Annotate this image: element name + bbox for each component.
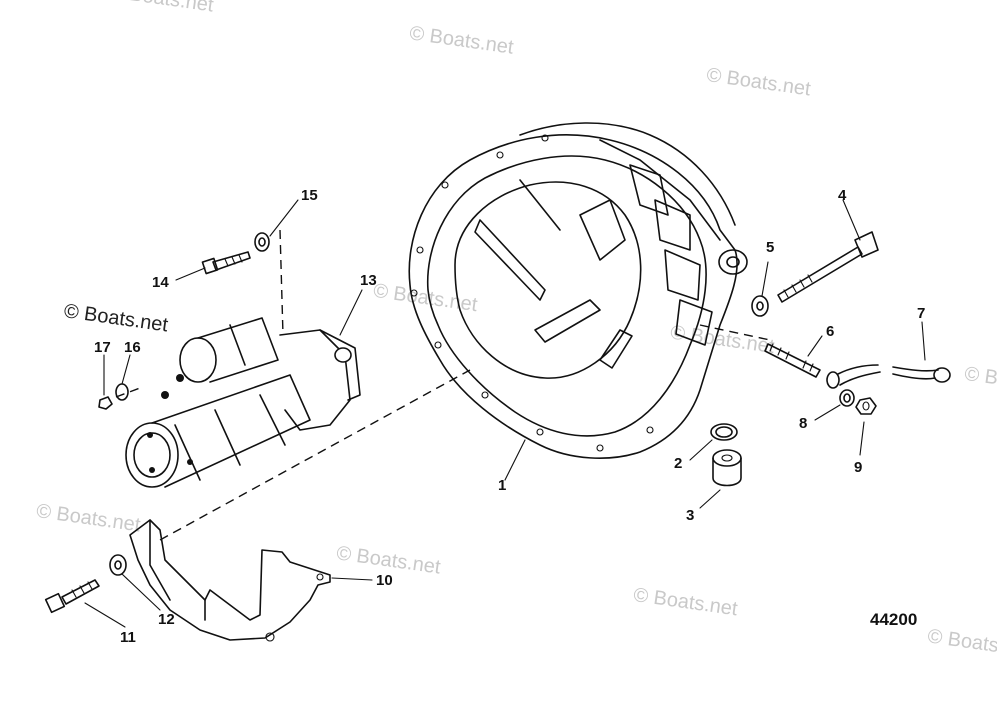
watermark: © Boats.net — [108, 0, 215, 17]
housing-bolt — [777, 231, 879, 303]
starter-bolt — [201, 251, 251, 275]
callout-9: 9 — [854, 459, 862, 476]
callout-12: 12 — [158, 611, 175, 628]
callout-16: 16 — [124, 339, 141, 356]
watermark: © Boats.net — [632, 584, 739, 620]
drawing-number: 44200 — [870, 610, 917, 629]
callout-14: 14 — [152, 274, 169, 291]
flywheel-housing — [408, 122, 748, 459]
watermark: © Boats.net — [35, 500, 142, 536]
callout-2: 2 — [674, 455, 682, 472]
callout-1: 1 — [498, 477, 506, 494]
callout-7: 7 — [917, 305, 925, 322]
leader-lines — [84, 199, 926, 628]
callout-15: 15 — [301, 187, 318, 204]
callout-3: 3 — [686, 507, 694, 524]
watermark: © Boats.net — [372, 280, 479, 316]
assembly-lines — [115, 229, 771, 541]
starter-motor — [125, 317, 361, 488]
callout-8: 8 — [799, 415, 807, 432]
housing-washer — [751, 295, 769, 317]
callout-17: 17 — [94, 339, 111, 356]
watermark: © Boats.net — [926, 625, 997, 661]
cover-plate — [129, 519, 331, 642]
ground-nut — [855, 397, 877, 415]
housing-stud — [764, 343, 821, 378]
ground-cable — [826, 364, 951, 389]
cover-bolt — [44, 579, 100, 614]
callout-11: 11 — [120, 629, 136, 646]
callout-10: 10 — [376, 572, 393, 589]
watermark: © Boats.net — [63, 300, 170, 336]
watermark: © Boats.net — [408, 22, 515, 58]
callout-5: 5 — [766, 239, 774, 256]
bushing — [712, 449, 742, 487]
ground-washer — [839, 389, 855, 407]
callouts: 1 2 3 4 5 6 7 8 9 10 11 12 13 14 15 16 1… — [94, 187, 925, 646]
watermark: © Boats.net — [705, 64, 812, 100]
callout-4: 4 — [838, 187, 847, 204]
callout-13: 13 — [360, 272, 377, 289]
watermark-layer: © Boats.net © Boats.net © Boats.net © Bo… — [35, 0, 997, 662]
spacer-ring — [710, 423, 738, 441]
watermark: © Boats.net — [669, 322, 776, 358]
terminal-hardware — [98, 383, 129, 410]
cover-nut — [109, 554, 127, 576]
callout-6: 6 — [826, 323, 834, 340]
starter-washer — [254, 232, 270, 252]
watermark: © Boats.net — [963, 363, 997, 399]
